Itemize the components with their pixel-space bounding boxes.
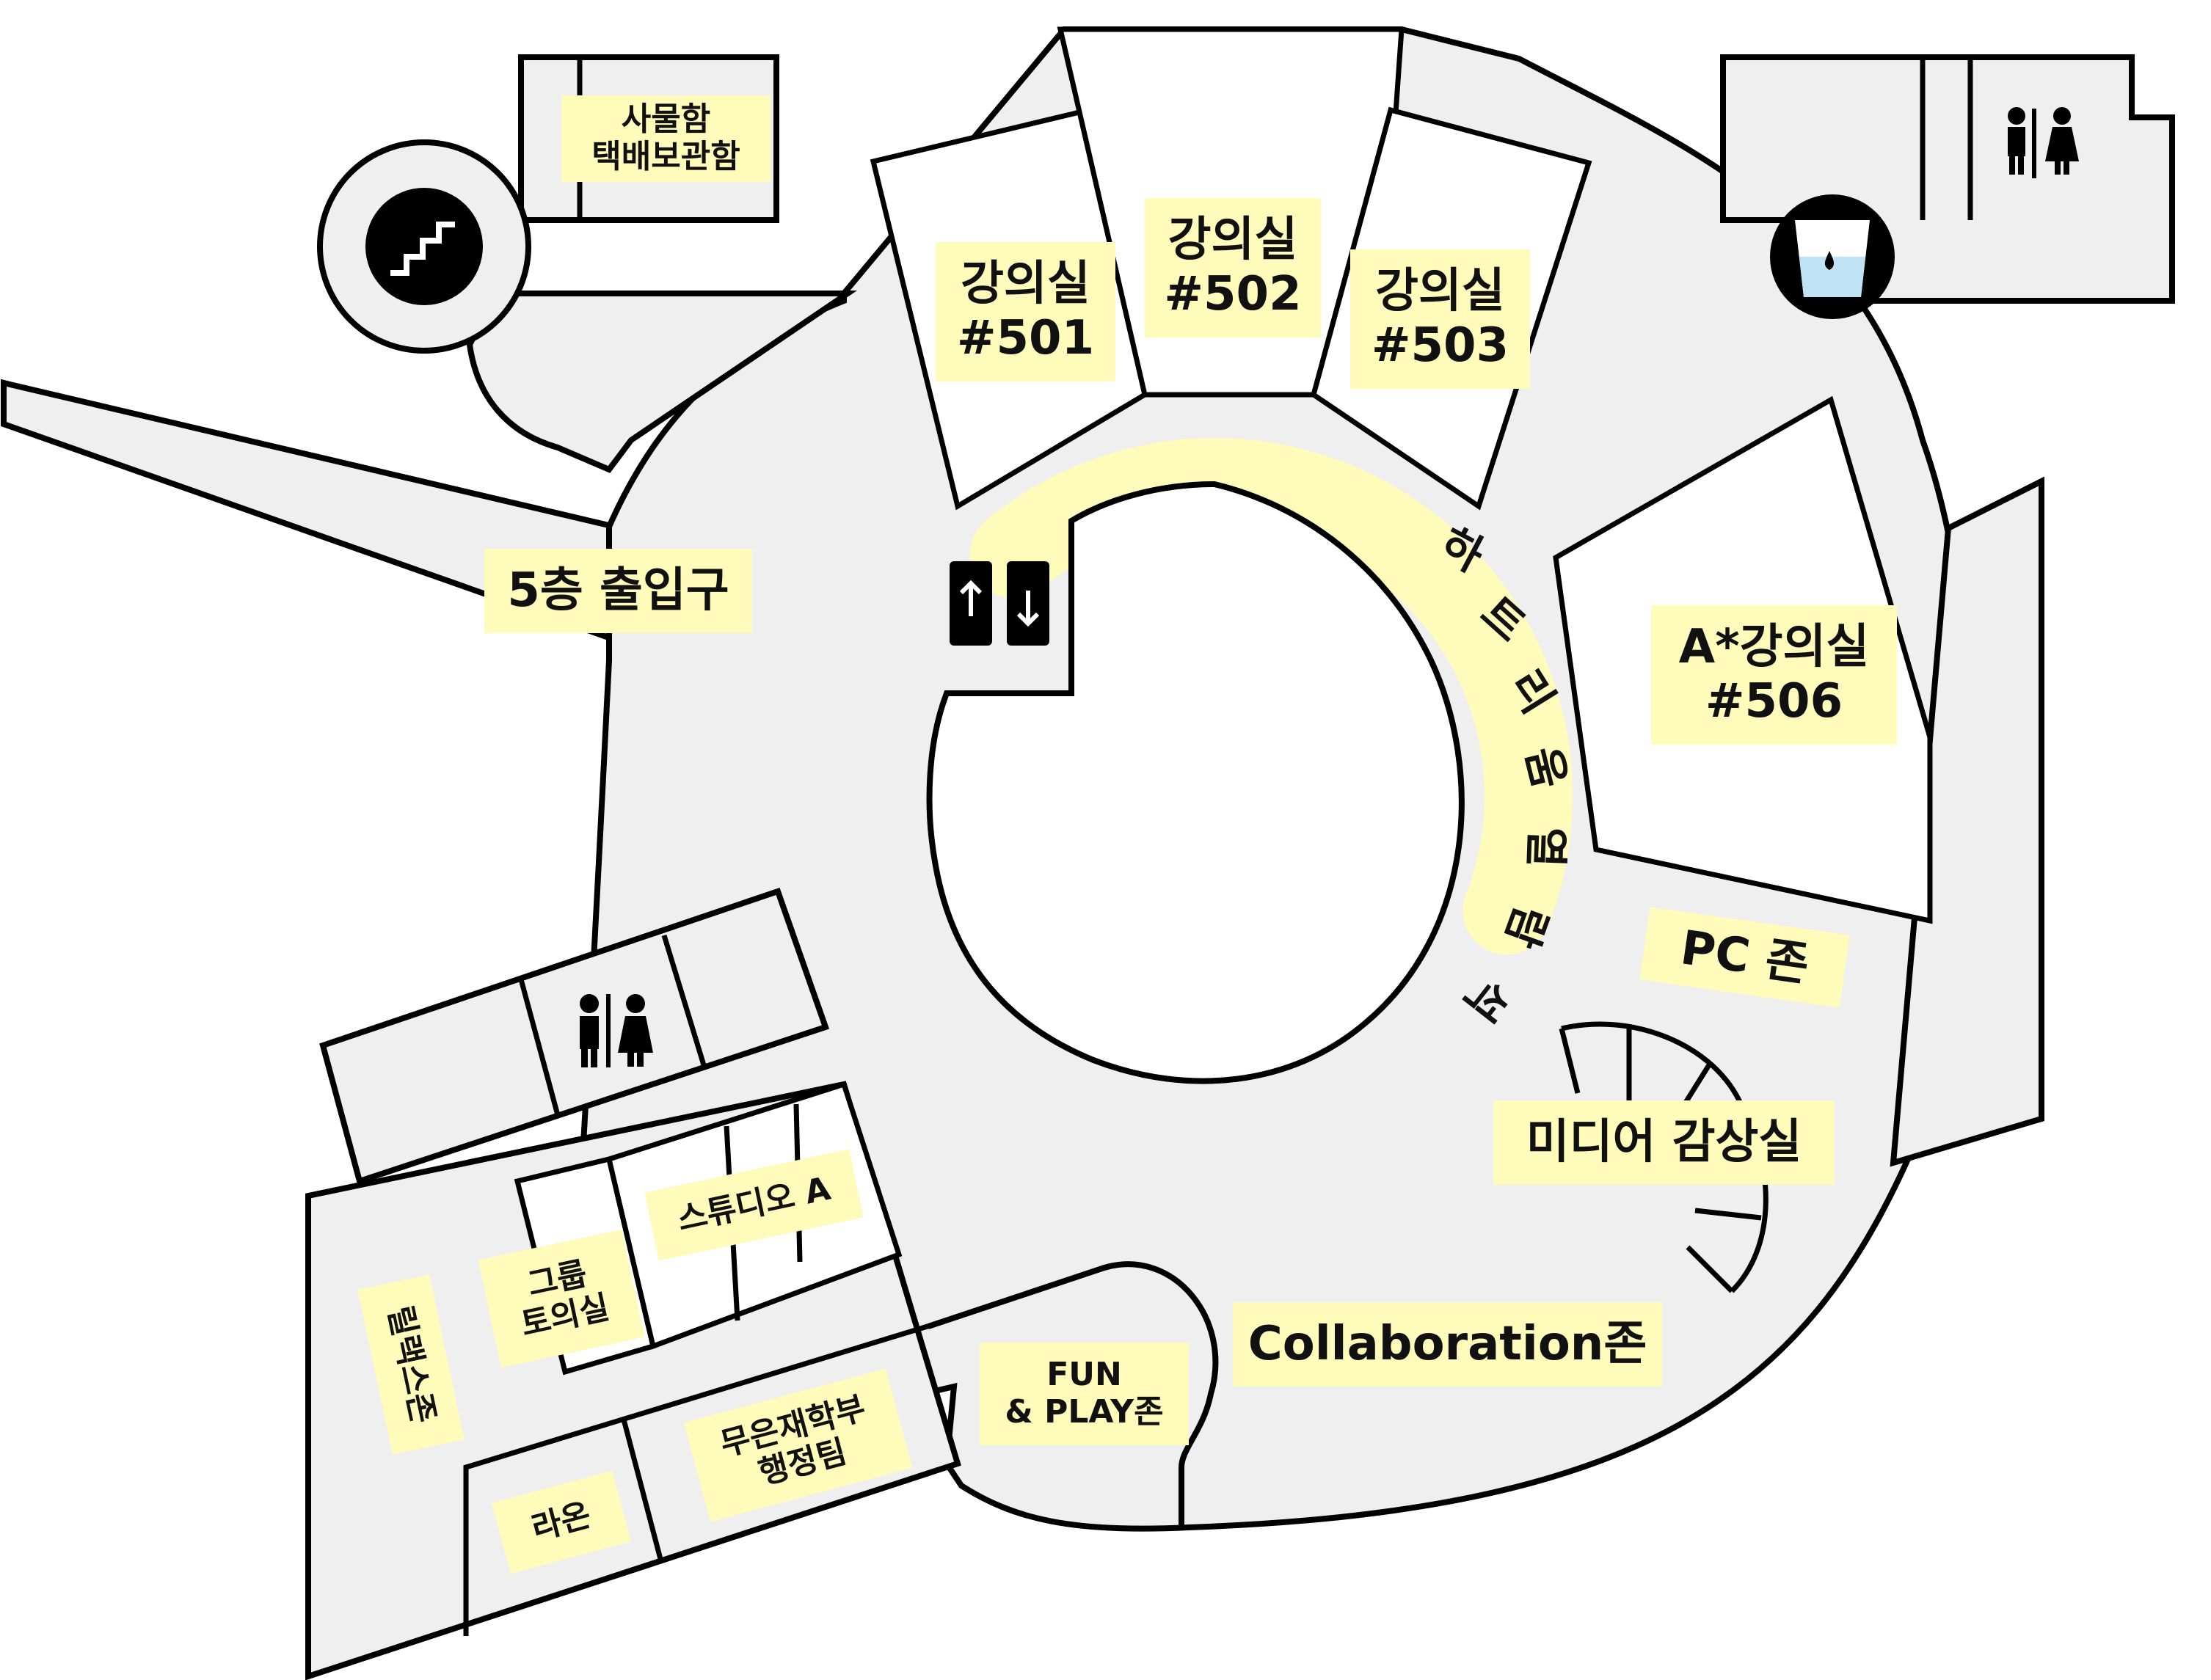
locker-label: 사물함 택배보관함 xyxy=(561,95,771,182)
media-room-label: 미디어 감상실 xyxy=(1493,1100,1835,1185)
collaboration-label: Collaboration존 xyxy=(1233,1302,1662,1387)
atrium-void xyxy=(926,481,1465,1084)
room-501-label: 강의실 #501 xyxy=(936,242,1115,381)
elevator-icon xyxy=(950,561,1049,646)
right-strip xyxy=(1890,476,2044,1167)
entrance-label: 5층 출입구 xyxy=(484,549,752,633)
restroom-icon xyxy=(2008,107,2079,178)
restroom-icon xyxy=(580,994,653,1067)
water-cup-icon xyxy=(1770,194,1895,319)
fun-play-label: FUN & PLAY존 xyxy=(980,1343,1189,1445)
atrium-char: 열 xyxy=(1519,825,1573,869)
room-502-label: 강의실 #502 xyxy=(1145,198,1321,337)
stairs-icon xyxy=(390,222,455,276)
room-506-label: A*강의실 #506 xyxy=(1651,605,1897,745)
restroom-block xyxy=(319,887,830,1186)
room-503-label: 강의실 #503 xyxy=(1350,249,1530,389)
stairs-area xyxy=(466,291,858,473)
